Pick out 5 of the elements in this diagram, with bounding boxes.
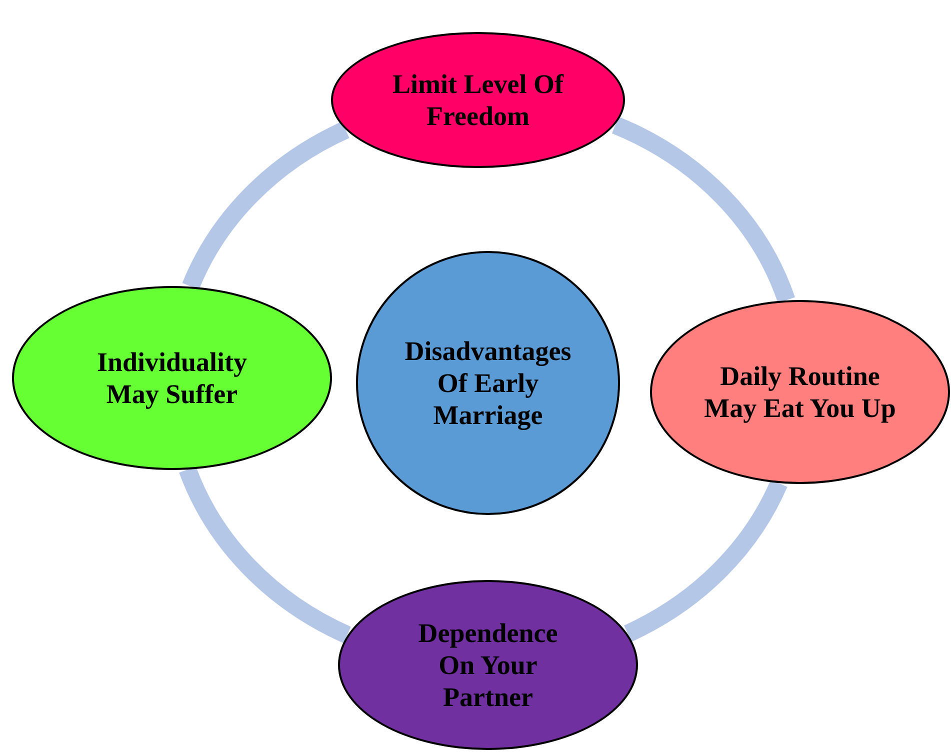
node-label: Limit Level Of Freedom: [392, 68, 565, 132]
node-label: Daily Routine May Eat You Up: [703, 360, 897, 424]
node-label: Individuality May Suffer: [96, 346, 248, 410]
node-label: Disadvantages Of Early Marriage: [404, 335, 572, 431]
node-label: Dependence On Your Partner: [417, 617, 559, 713]
